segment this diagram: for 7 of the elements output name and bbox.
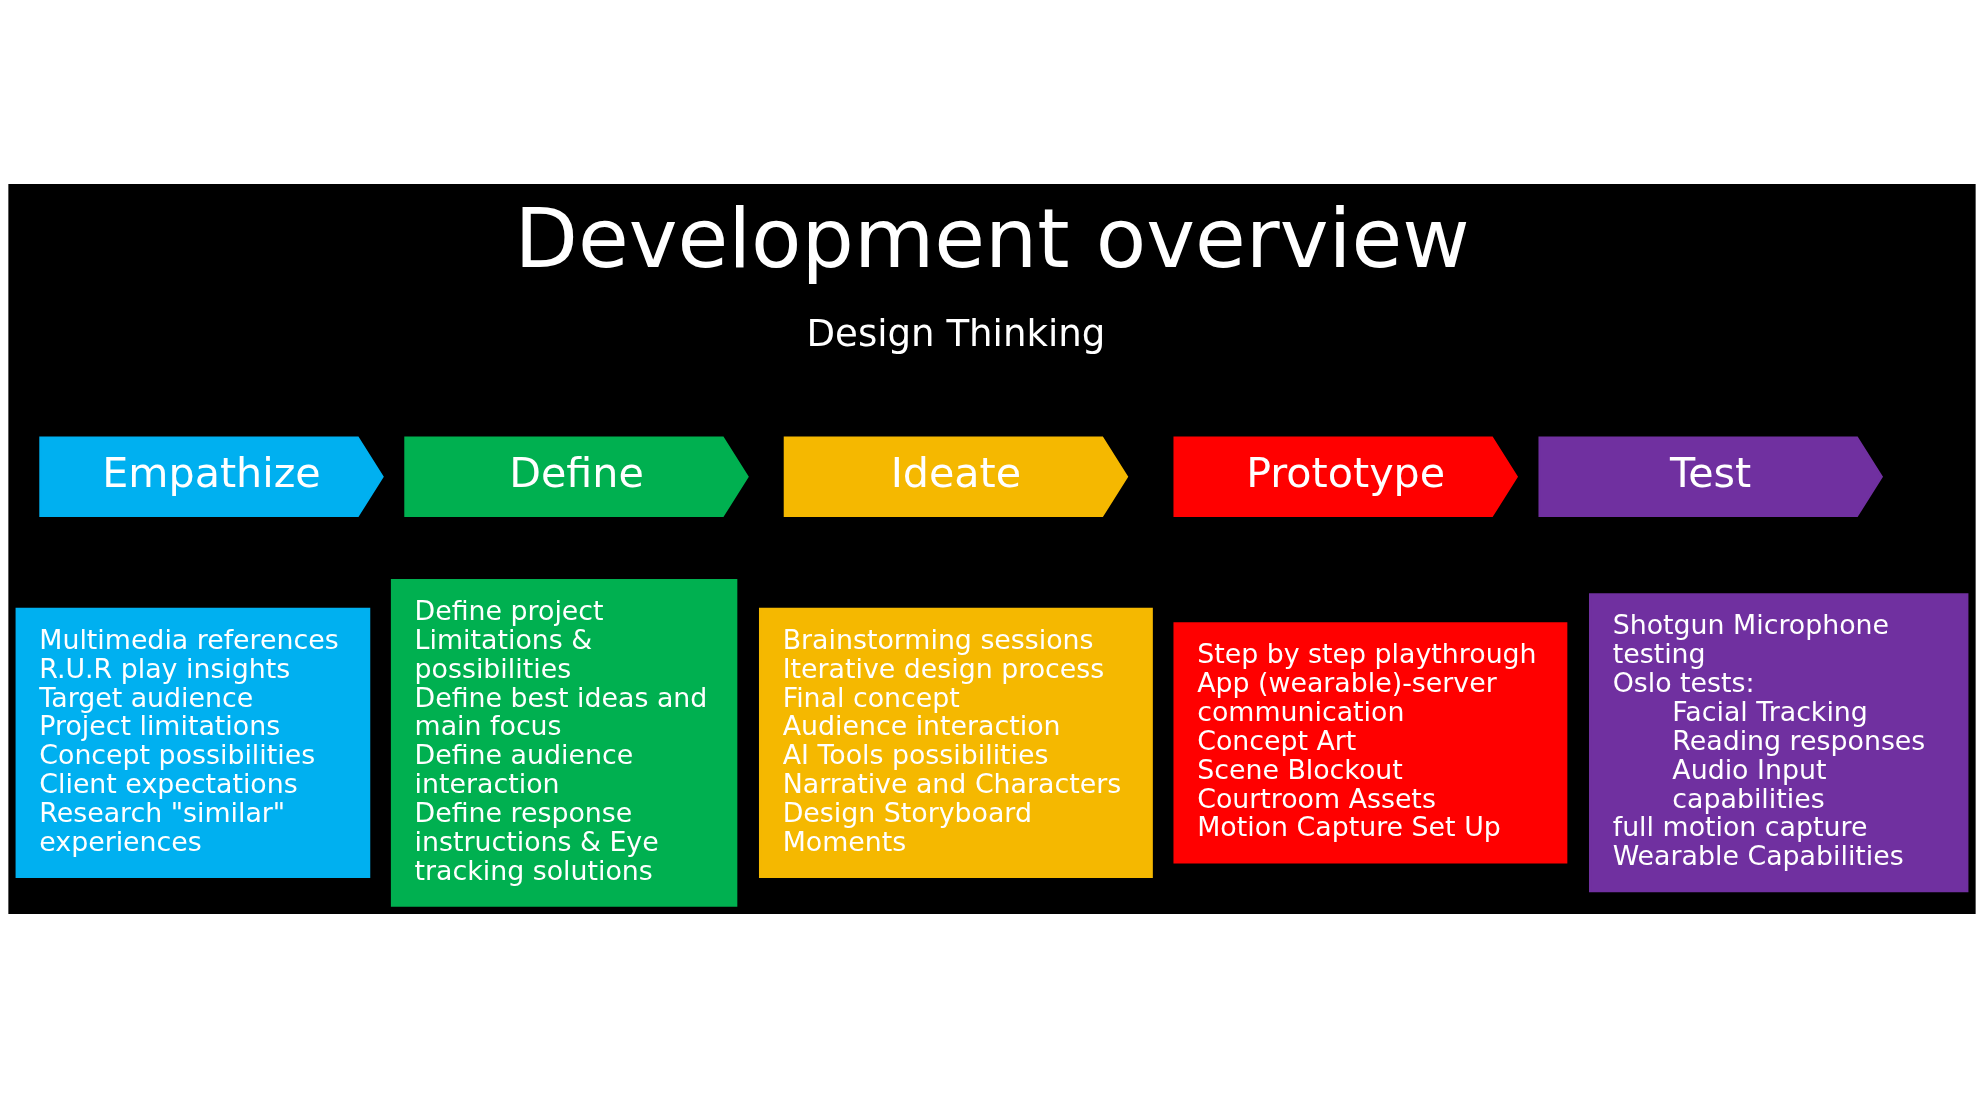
diagram-title: Development overview	[514, 188, 1470, 285]
node-box: Brainstorming sessions Iterative design process Final concept Audience interaction AI Tools possibilities Narrative and Characters Design Storyboard Moments	[759, 607, 1153, 878]
node-box: Define project Limitations & possibilities Define best ideas and main focus Define audience interaction Define response instructions & Eye tracking solutions	[390, 578, 738, 907]
node-box: Step by step playthrough App (wearable)-server communication Concept Art Scene Blockout Courtroom Assets Motion Capture Set Up	[1173, 621, 1568, 863]
node-box: Shotgun Microphone testing Oslo tests: Facial Tracking Reading responses Audio Input capabilities full motion capture Wearable Capabilities	[1589, 592, 1969, 892]
node-box: Multimedia references R.U.R play insights Target audience Project limitations Concept possibilities Client expectations Research "similar" experiences	[15, 607, 371, 878]
label: Design Thinking	[806, 311, 1106, 355]
